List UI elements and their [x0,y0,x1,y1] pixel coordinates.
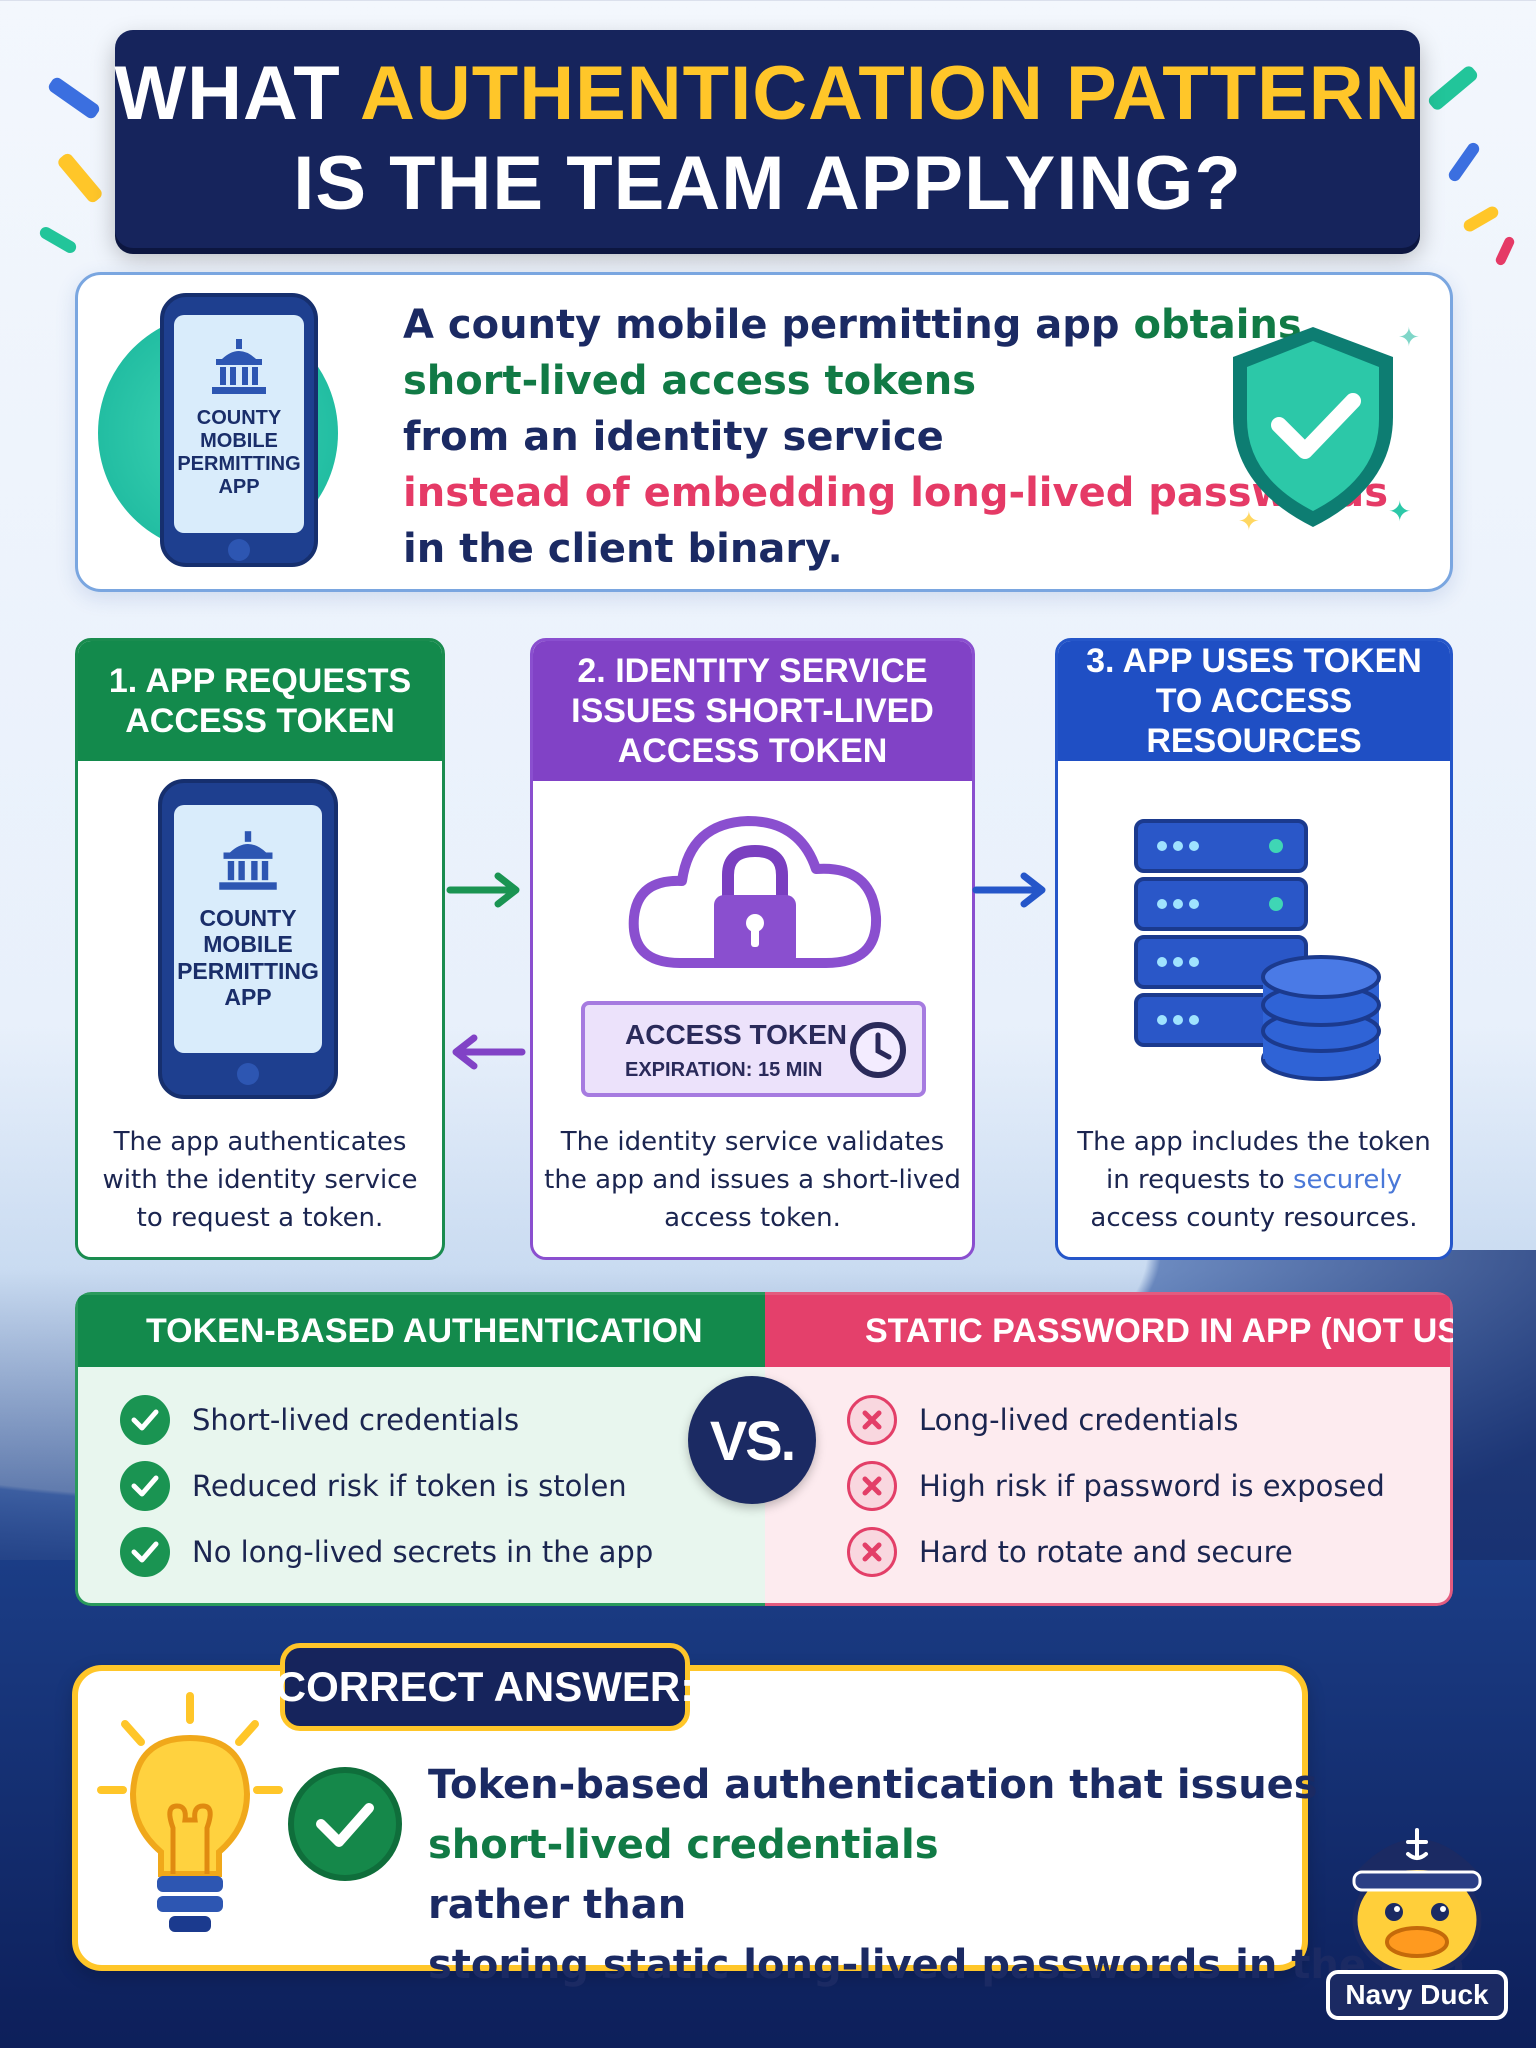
token-based-title: TOKEN-BASED AUTHENTICATION [78,1295,765,1367]
sparkle-icon: ✦ [1238,507,1260,537]
access-token-ticket: ACCESS TOKEN EXPIRATION: 15 MIN [581,1001,926,1097]
left-item-text: Short-lived credentials [192,1403,520,1437]
answer-line-2-rest: rather than [428,1882,687,1928]
title-banner: WHAT AUTHENTICATION PATTERN IS THE TEAM … [114,30,1420,248]
intro-text-part: instead of embedding long-lived password… [403,470,1389,516]
list-item: Short-lived credentials [120,1395,519,1445]
duck-mascot-icon [1352,1828,1482,1977]
step-1-phone-icon: COUNTY MOBILE PERMITTING APP [158,779,338,1099]
step-3-desc-prefix: The app includes the token in requests t… [1077,1127,1431,1195]
confetti-decoration [46,75,102,121]
list-item: No long-lived secrets in the app [120,1527,653,1577]
answer-tag: CORRECT ANSWER: [276,1643,694,1731]
step-3-desc-accent: securely [1292,1165,1403,1195]
list-item: Reduced risk if token is stolen [120,1461,627,1511]
list-item: High risk if password is exposed [847,1461,1385,1511]
step-3-title: 3. APP USES TOKEN TO ACCESS RESOURCES [1058,641,1450,761]
step-2-title: 2. IDENTITY SERVICE ISSUES SHORT-LIVED A… [533,641,972,781]
comparison-panel: TOKEN-BASED AUTHENTICATION Short-lived c… [75,1292,1453,1606]
confetti-decoration [1426,63,1480,113]
right-item-text: Long-lived credentials [919,1403,1239,1437]
token-expiration: EXPIRATION: 15 MIN [625,1059,823,1081]
confetti-decoration [1494,235,1516,267]
shield-check-icon [1233,327,1393,527]
intro-phone-label: COUNTY MOBILE PERMITTING APP [177,407,301,498]
courthouse-icon [219,831,277,890]
intro-line: from an identity service [403,409,1333,465]
confetti-decoration [1461,204,1501,234]
intro-text-part: from an identity service [403,414,944,460]
check-icon [120,1461,170,1511]
cross-icon [847,1395,897,1445]
arrow-right-icon [446,872,520,908]
title-prefix: WHAT [114,51,360,136]
vs-badge: VS. [688,1376,816,1504]
answer-card [72,1665,1308,1971]
step-3-desc-suffix: access county resources. [1090,1203,1418,1233]
intro-text-part: A county mobile permitting app [403,302,1134,348]
intro-card: COUNTY MOBILE PERMITTING APP A county mo… [75,272,1453,592]
title-accent: AUTHENTICATION PATTERN [360,51,1421,136]
confetti-decoration [1446,140,1482,184]
intro-text-part: in the client binary. [403,526,843,572]
step-3-description: The app includes the token in requests t… [1068,1123,1440,1237]
arrow-right-icon [972,872,1046,908]
step-2-description: The identity service validates the app a… [544,1127,961,1233]
cloud-lock-icon [628,816,882,968]
static-password-title: STATIC PASSWORD IN APP (NOT USED) [765,1295,1453,1367]
left-item-text: Reduced risk if token is stolen [192,1469,627,1503]
check-icon [120,1527,170,1577]
intro-text-part: obtains [1133,302,1302,348]
token-based-column: TOKEN-BASED AUTHENTICATION Short-lived c… [75,1292,765,1606]
token-title: ACCESS TOKEN [625,1019,847,1050]
cross-icon [847,1461,897,1511]
correct-check-icon [288,1767,402,1881]
courthouse-icon [212,339,266,394]
check-icon [120,1395,170,1445]
right-item-text: Hard to rotate and secure [919,1535,1293,1569]
step-card-request: 1. APP REQUESTS ACCESS TOKEN COUNTY MOBI… [75,638,445,1260]
list-item: Long-lived credentials [847,1395,1238,1445]
list-item: Hard to rotate and secure [847,1527,1293,1577]
server-database-icon [1134,819,1381,1081]
intro-line: short-lived access tokens [403,353,1333,409]
answer-text: Token-based authentication that issues s… [428,1755,1480,1995]
step-card-use: 3. APP USES TOKEN TO ACCESS RESOURCES Th… [1055,638,1453,1260]
clock-icon [850,1022,906,1078]
intro-line: instead of embedding long-lived password… [403,465,1388,521]
intro-line: in the client binary. [403,521,1333,577]
title-line-2: IS THE TEAM APPLYING? [293,141,1242,226]
right-item-text: High risk if password is exposed [919,1469,1385,1503]
step-card-issue: 2. IDENTITY SERVICE ISSUES SHORT-LIVED A… [530,638,975,1260]
cross-icon [847,1527,897,1577]
intro-phone-icon: COUNTY MOBILE PERMITTING APP [160,293,318,567]
step-1-phone-label: COUNTY MOBILE PERMITTING APP [177,905,319,1011]
answer-line-2: short-lived credentials rather than [428,1815,1288,1935]
sparkle-icon: ✦ [1388,495,1412,528]
sparkle-icon: ✦ [1398,323,1420,353]
confetti-decoration [55,151,105,205]
intro-text-part: short-lived access tokens [403,358,977,404]
intro-line: A county mobile permitting app obtains [403,297,1333,353]
left-item-text: No long-lived secrets in the app [192,1535,654,1569]
title-line-1: WHAT AUTHENTICATION PATTERN [114,49,1420,139]
step-1-description: The app authenticates with the identity … [102,1127,418,1233]
lightbulb-icon [97,1692,283,1932]
navy-duck-logo: Navy Duck [1318,1808,1516,2024]
intro-text: A county mobile permitting app obtains sh… [403,297,1388,577]
answer-line-3: storing static long-lived passwords in t… [428,1942,1480,1988]
confetti-decoration [37,224,79,256]
answer-line-1: Token-based authentication that issues [428,1762,1318,1808]
static-password-column: STATIC PASSWORD IN APP (NOT USED) Long-l… [765,1292,1453,1606]
step-1-title: 1. APP REQUESTS ACCESS TOKEN [78,641,442,761]
arrow-left-icon [452,1034,526,1070]
brand-name: Navy Duck [1326,1970,1508,2020]
answer-accent: short-lived credentials [428,1822,939,1868]
